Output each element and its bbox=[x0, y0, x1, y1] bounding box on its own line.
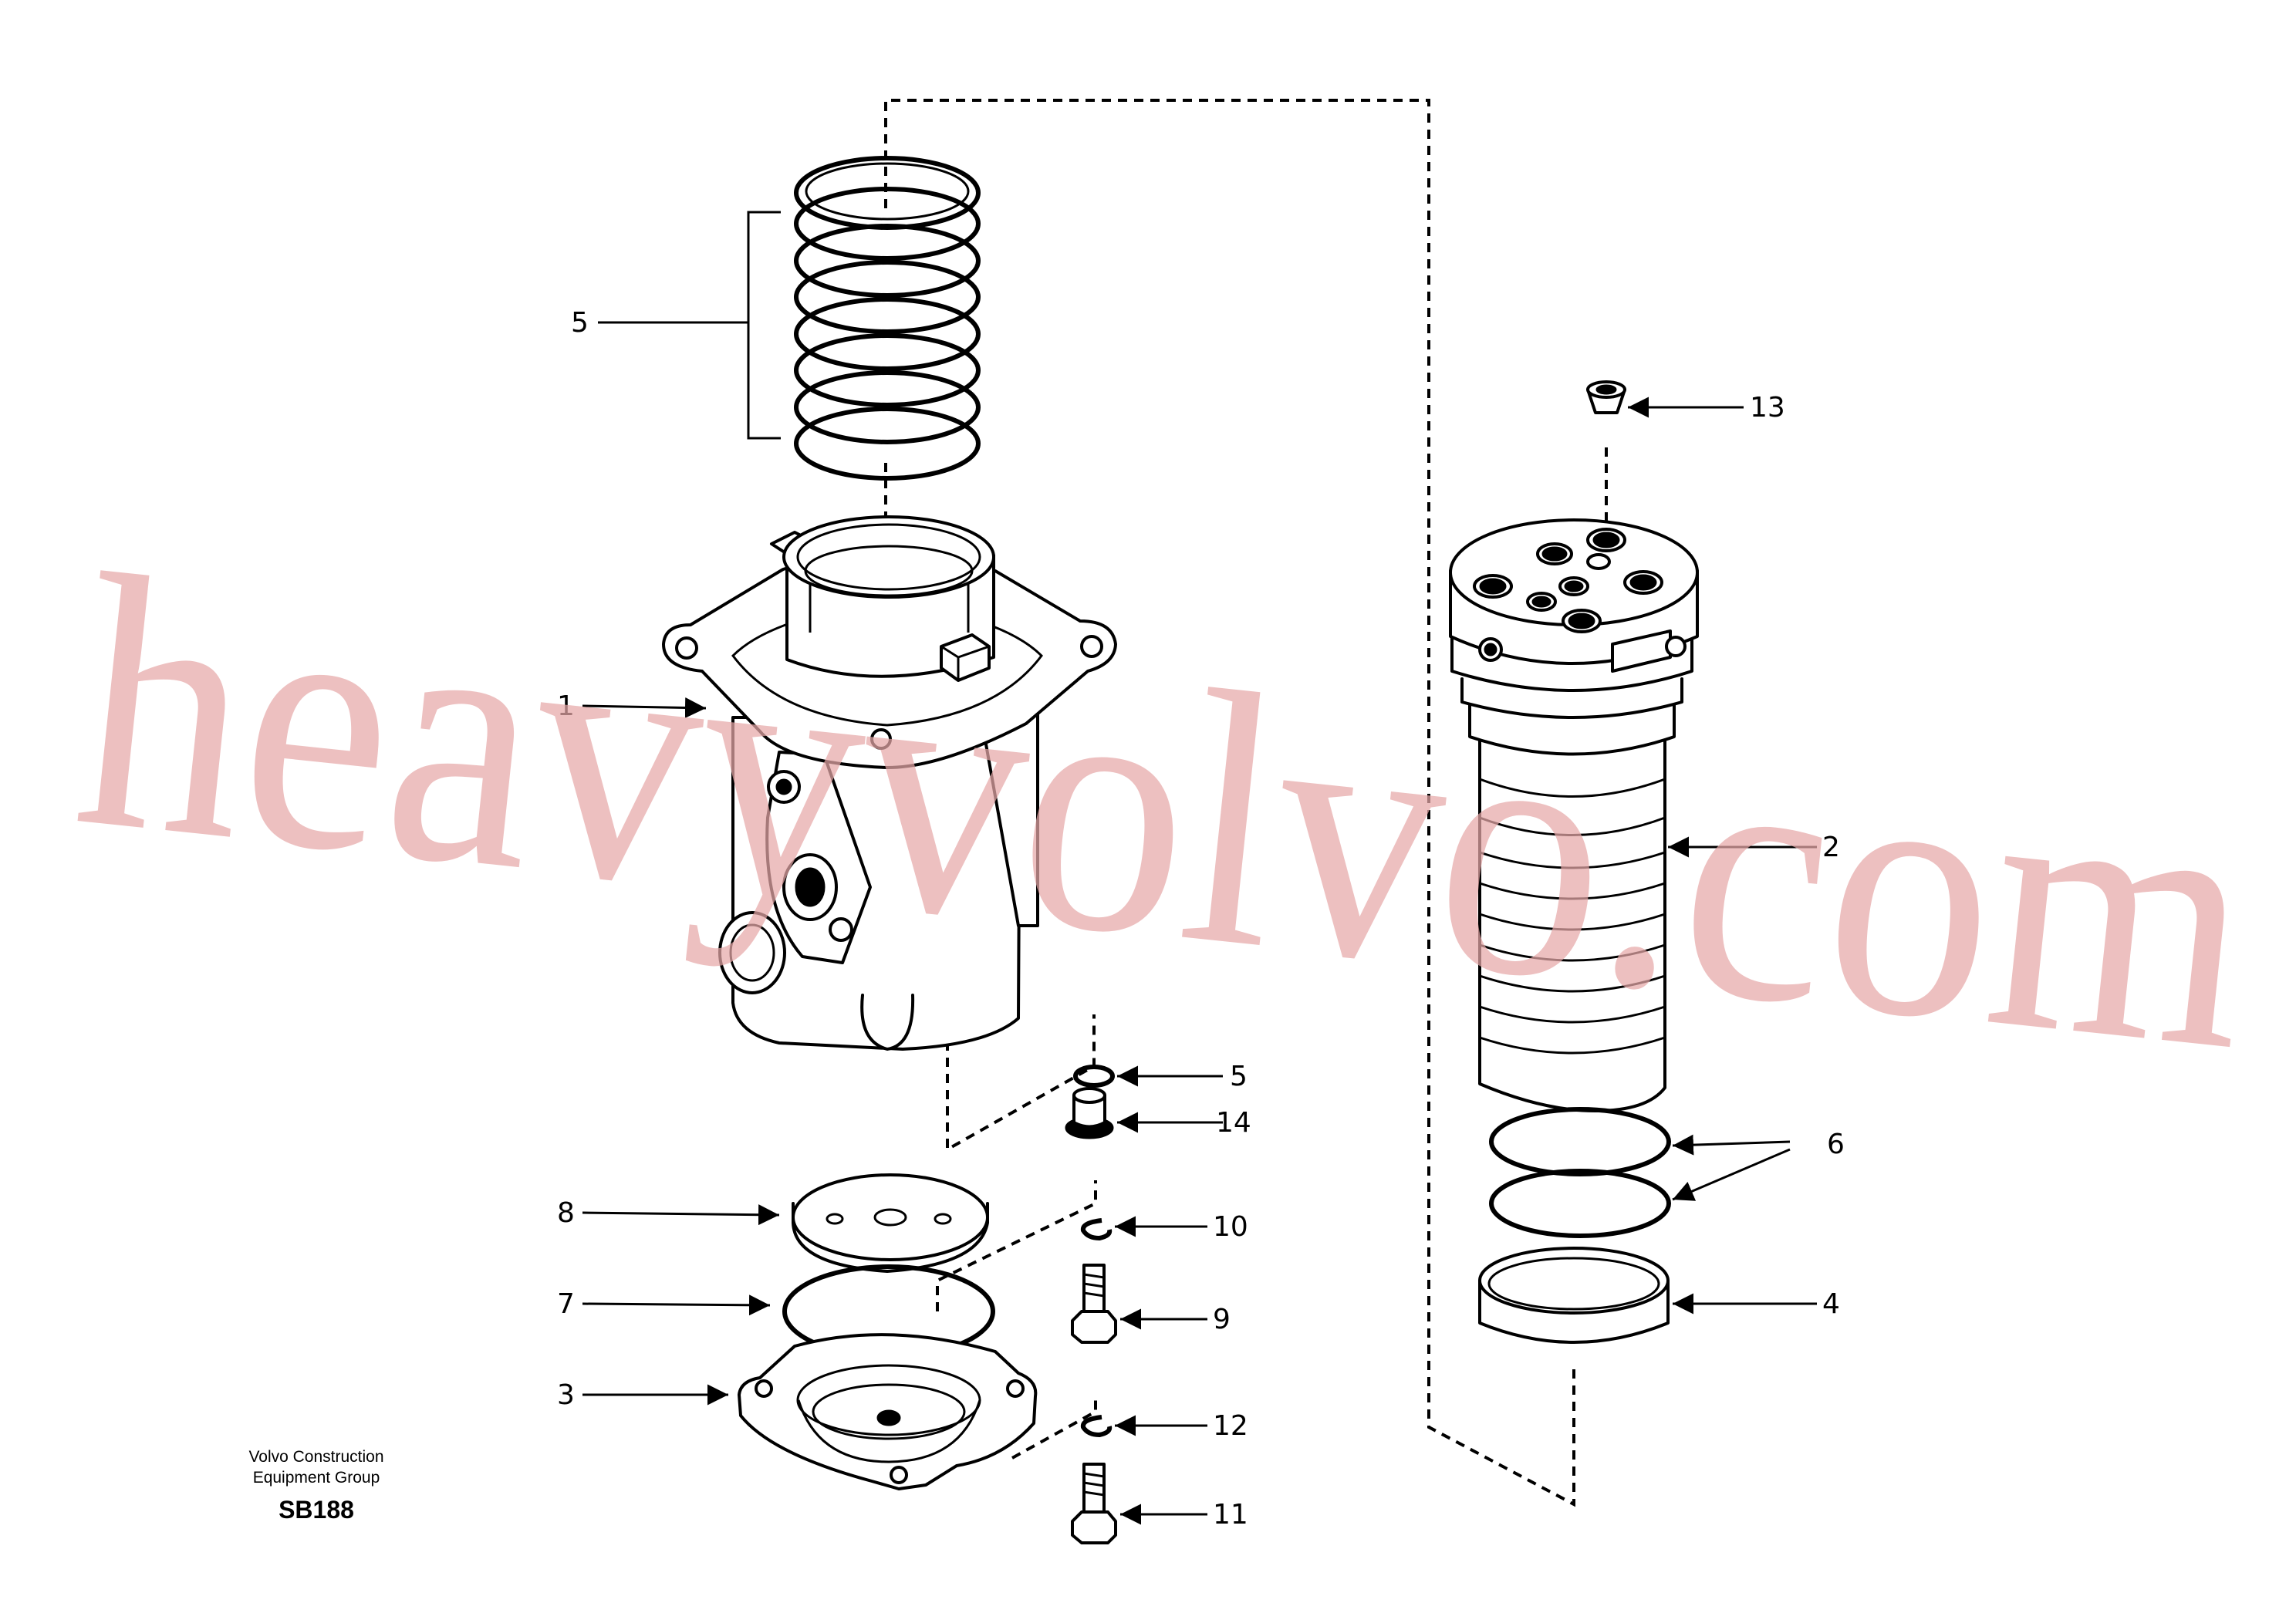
bolt-11 bbox=[1071, 1463, 1117, 1544]
publisher-line-1: Volvo Construction bbox=[248, 1448, 383, 1466]
callout-3: 3 bbox=[557, 1379, 575, 1411]
plug-13 bbox=[1586, 380, 1626, 414]
bottom-cover bbox=[738, 1333, 1038, 1490]
callout-5-rings: 5 bbox=[571, 307, 589, 339]
plug-14 bbox=[1065, 1087, 1114, 1139]
publisher-line-2: Equipment Group bbox=[253, 1469, 380, 1487]
callout-9: 9 bbox=[1213, 1304, 1231, 1335]
cover-plate bbox=[792, 1173, 989, 1273]
callout-13: 13 bbox=[1750, 392, 1785, 424]
o-rings-pair bbox=[1489, 1107, 1671, 1238]
publisher-block: Volvo Construction Equipment Group SB188 bbox=[248, 1448, 383, 1524]
washer-5 bbox=[1073, 1065, 1115, 1088]
watermark: heavyvolvo.com bbox=[62, 498, 2268, 1126]
rotary-joint-housing bbox=[662, 515, 1117, 1051]
bushing bbox=[1478, 1247, 1670, 1344]
callout-1: 1 bbox=[557, 690, 575, 722]
callout-12: 12 bbox=[1213, 1410, 1248, 1442]
callout-8: 8 bbox=[557, 1197, 575, 1229]
leader-arrows bbox=[582, 321, 1817, 1525]
spring-washer-12 bbox=[1080, 1415, 1113, 1438]
callout-2: 2 bbox=[1822, 832, 1840, 863]
callout-6: 6 bbox=[1827, 1129, 1845, 1160]
callout-14: 14 bbox=[1216, 1107, 1251, 1139]
callout-labels: 5 13 1 2 5 14 6 8 10 7 9 4 3 12 11 bbox=[557, 307, 1845, 1531]
callout-4: 4 bbox=[1822, 1288, 1840, 1320]
spring-washer-10 bbox=[1080, 1218, 1113, 1241]
callout-7: 7 bbox=[557, 1288, 575, 1320]
callout-5-washer: 5 bbox=[1230, 1061, 1248, 1092]
callout-11: 11 bbox=[1213, 1499, 1248, 1531]
sheet-code: SB188 bbox=[279, 1496, 354, 1524]
seal-ring-stack bbox=[747, 156, 981, 481]
center-shaft bbox=[1449, 518, 1699, 1112]
bolt-9 bbox=[1071, 1264, 1117, 1344]
callout-10: 10 bbox=[1213, 1211, 1248, 1243]
